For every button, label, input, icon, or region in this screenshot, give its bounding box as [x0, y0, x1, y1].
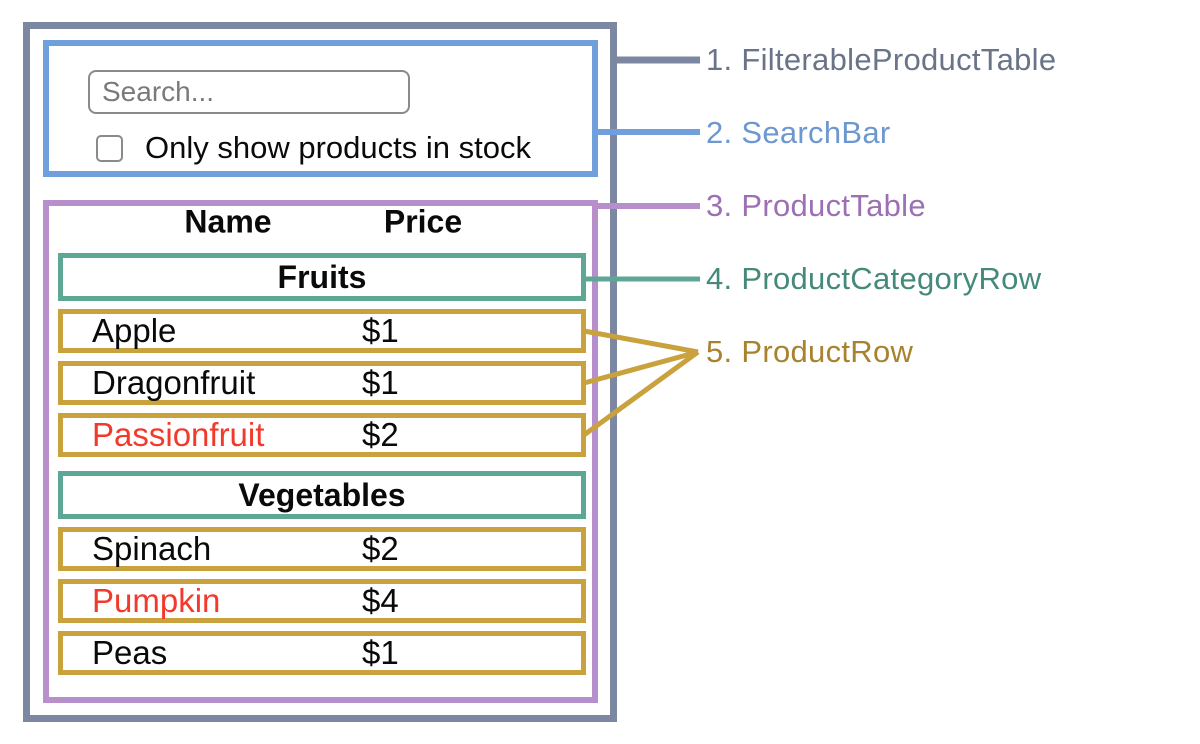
product-price: $2 — [362, 416, 399, 453]
product-row-pumpkin: Pumpkin $4 — [58, 579, 586, 623]
annotation-product-table: 3. ProductTable — [706, 188, 926, 223]
category-row-vegetables: Vegetables — [58, 471, 586, 519]
product-price: $1 — [362, 364, 399, 401]
product-price: $2 — [362, 530, 399, 567]
product-row-peas: Peas $1 — [58, 631, 586, 675]
column-header-price: Price — [383, 203, 463, 240]
column-header-name: Name — [184, 203, 272, 240]
product-name: Apple — [92, 312, 177, 349]
annotation-search-bar: 2. SearchBar — [706, 115, 891, 150]
category-label: Fruits — [277, 258, 367, 295]
in-stock-filter-row: Only show products in stock — [96, 130, 531, 166]
product-name: Spinach — [92, 530, 212, 567]
search-bar-box: Only show products in stock — [43, 40, 598, 177]
in-stock-checkbox[interactable] — [96, 134, 123, 162]
product-row-apple: Apple $1 — [58, 309, 586, 353]
product-price: $1 — [362, 312, 399, 349]
annotation-filterable-product-table: 1. FilterableProductTable — [706, 42, 1057, 77]
annotation-product-row: 5. ProductRow — [706, 334, 914, 369]
category-label: Vegetables — [238, 476, 406, 513]
product-row-spinach: Spinach $2 — [58, 527, 586, 571]
product-name: Pumpkin — [92, 582, 221, 619]
filterable-product-table-box: Only show products in stock Name Price F… — [23, 22, 617, 722]
annotation-product-category-row: 4. ProductCategoryRow — [706, 261, 1042, 296]
product-name: Peas — [92, 634, 168, 671]
product-price: $1 — [362, 634, 399, 671]
product-name: Dragonfruit — [92, 364, 256, 401]
search-input[interactable] — [88, 70, 410, 114]
product-table-box: Name Price Fruits Apple $1 Dragonfruit $… — [43, 200, 598, 703]
product-row-dragonfruit: Dragonfruit $1 — [58, 361, 586, 405]
product-row-passionfruit: Passionfruit $2 — [58, 413, 586, 457]
product-price: $4 — [362, 582, 399, 619]
category-row-fruits: Fruits — [58, 253, 586, 301]
product-name: Passionfruit — [92, 416, 265, 453]
in-stock-checkbox-label: Only show products in stock — [145, 130, 531, 165]
